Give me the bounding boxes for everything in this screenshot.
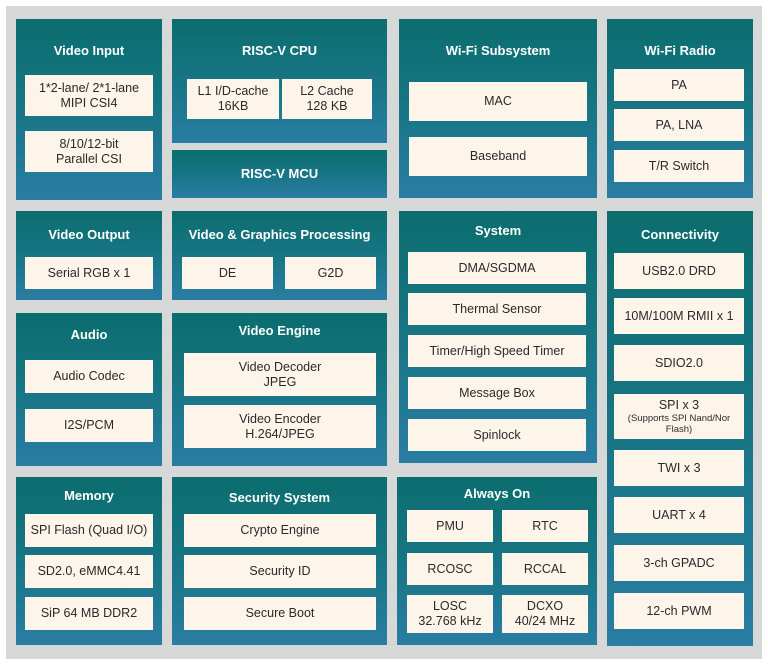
spi-note: (Supports SPI Nand/Nor Flash) <box>627 413 731 435</box>
cell-line: L1 I/D-cache <box>197 84 269 98</box>
i2s-pcm-cell: I2S/PCM <box>25 409 153 442</box>
uart-cell: UART x 4 <box>614 497 744 533</box>
cell-line: 128 KB <box>306 99 348 113</box>
gpadc-cell: 3-ch GPADC <box>614 545 744 581</box>
system-item: Timer/High Speed Timer <box>408 335 586 367</box>
pwm-cell: 12-ch PWM <box>614 593 744 629</box>
cell-line: Video Encoder <box>239 411 321 426</box>
block-title: Memory <box>64 488 114 503</box>
block-title: Video & Graphics Processing <box>188 227 371 242</box>
cell-line: 32.768 kHz <box>418 614 482 628</box>
audio-block: Audio Audio Codec I2S/PCM <box>16 313 162 466</box>
video-graphics-block: Video & Graphics Processing DE G2D <box>172 211 387 300</box>
system-item: DMA/SGDMA <box>408 252 586 284</box>
audio-codec-cell: Audio Codec <box>25 360 153 393</box>
riscv-mcu-block: RISC-V MCU <box>172 150 387 198</box>
memory-block: Memory SPI Flash (Quad I/O) SD2.0, eMMC4… <box>16 477 162 645</box>
security-system-block: Security System Crypto Engine Security I… <box>172 477 387 645</box>
pa-cell: PA <box>614 69 744 101</box>
cell-line: 40/24 MHz <box>514 614 576 628</box>
sdio-cell: SDIO2.0 <box>614 345 744 381</box>
rtc-cell: RTC <box>502 510 588 542</box>
tr-switch-cell: T/R Switch <box>614 150 744 182</box>
block-title: Security System <box>228 490 331 505</box>
security-item: Security ID <box>184 555 376 588</box>
system-block: System DMA/SGDMA Thermal Sensor Timer/Hi… <box>399 211 597 463</box>
memory-item: SPI Flash (Quad I/O) <box>25 514 153 547</box>
cell-line: H.264/JPEG <box>245 426 315 441</box>
twi-cell: TWI x 3 <box>614 450 744 486</box>
g2d-cell: G2D <box>285 257 376 289</box>
security-item: Secure Boot <box>184 597 376 630</box>
mac-cell: MAC <box>409 82 587 121</box>
system-item: Spinlock <box>408 419 586 451</box>
rmii-cell: 10M/100M RMII x 1 <box>614 298 744 334</box>
cell-line: DCXO <box>526 599 564 613</box>
block-title: Wi-Fi Subsystem <box>445 43 551 58</box>
block-title: System <box>474 223 522 238</box>
wifi-subsystem-block: Wi-Fi Subsystem MAC Baseband <box>399 19 597 198</box>
pmu-cell: PMU <box>407 510 493 542</box>
cell-line: MIPI CSI4 <box>60 95 118 110</box>
rccal-cell: RCCAL <box>502 553 588 585</box>
cell-line: Video Decoder <box>238 359 322 374</box>
baseband-cell: Baseband <box>409 137 587 176</box>
memory-item: SiP 64 MB DDR2 <box>25 597 153 630</box>
security-item: Crypto Engine <box>184 514 376 547</box>
block-title: Video Engine <box>238 323 321 338</box>
cell-line: 16KB <box>217 99 249 113</box>
rcosc-cell: RCOSC <box>407 553 493 585</box>
block-title: Always On <box>463 486 531 501</box>
block-title: Audio <box>70 327 108 342</box>
serial-rgb-cell: Serial RGB x 1 <box>25 257 153 289</box>
cell-line: LOSC <box>432 599 468 613</box>
pa-lna-cell: PA, LNA <box>614 109 744 141</box>
block-title: Connectivity <box>640 227 719 242</box>
de-cell: DE <box>182 257 273 289</box>
video-output-block: Video Output Serial RGB x 1 <box>16 211 162 300</box>
block-title: Video Input <box>53 43 125 58</box>
cell-line: JPEG <box>263 374 297 389</box>
block-title: RISC-V CPU <box>241 43 318 58</box>
spi-cell: SPI x 3(Supports SPI Nand/Nor Flash) <box>614 394 744 439</box>
system-item: Thermal Sensor <box>408 293 586 325</box>
spi-label: SPI x 3 <box>658 398 700 412</box>
cell-line: L2 Cache <box>300 84 354 98</box>
wifi-radio-block: Wi-Fi Radio PA PA, LNA T/R Switch <box>607 19 753 198</box>
system-item: Message Box <box>408 377 586 409</box>
cell-line: 1*2-lane/ 2*1-lane <box>38 80 140 95</box>
block-title: Wi-Fi Radio <box>644 43 716 58</box>
memory-item: SD2.0, eMMC4.41 <box>25 555 153 588</box>
block-title: RISC-V MCU <box>240 166 319 181</box>
cell-line: Parallel CSI <box>56 151 122 166</box>
block-title: Video Output <box>48 227 130 242</box>
usb-cell: USB2.0 DRD <box>614 253 744 289</box>
connectivity-block: Connectivity USB2.0 DRD 10M/100M RMII x … <box>607 211 753 646</box>
cell-line: 8/10/12-bit <box>59 136 119 151</box>
